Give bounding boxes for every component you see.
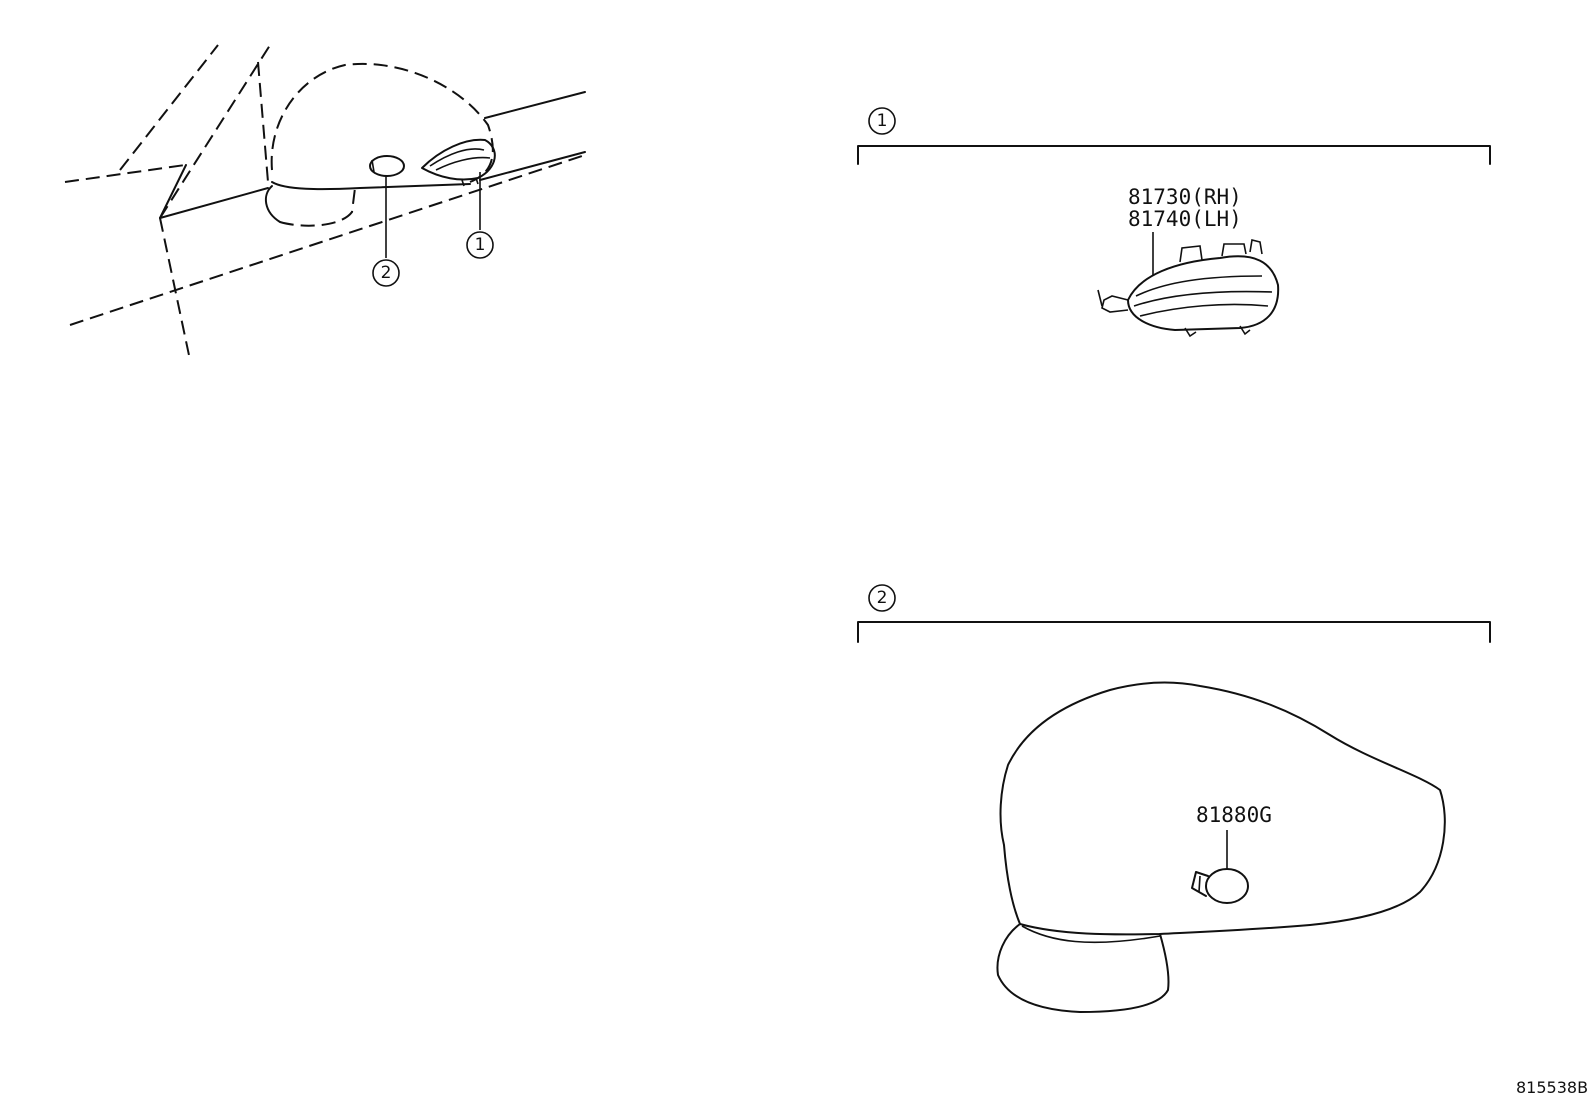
section-1-callout[interactable]: 1 [868,107,896,135]
mirror-housing-bottom [271,181,471,191]
pillar-edge [159,164,187,219]
callout-1-overview[interactable]: 1 [466,231,494,259]
section-1-bracket [857,145,1491,165]
callout-2-label: 2 [381,263,392,283]
bulb-icon [1191,868,1249,904]
overview-illustration: 2 1 [64,41,586,361]
section-1-callout-label: 1 [877,111,888,131]
body-outline-dashed [64,164,186,183]
body-line-upper [484,91,586,119]
mirror-housing [999,681,1446,936]
mirror-base-left [264,185,281,223]
bulb-base-line [371,159,375,173]
figure-code: 815538B [1516,1078,1588,1097]
belt-line-dashed [69,154,586,326]
bulb-icon-overview [369,155,405,177]
section-2-bracket [857,621,1491,643]
mirror-base-dashed [279,187,356,227]
part-number-81880g[interactable]: 81880G [1196,803,1272,827]
callout-2-overview[interactable]: 2 [372,259,400,287]
mirror-base-seam [1021,925,1161,944]
turn-signal-lamp-icon-overview [421,138,496,187]
mirror-base-dashed [257,61,269,183]
part-number-81730[interactable]: 81730(RH) [1128,185,1242,209]
body-line-lower [479,151,586,181]
pillar-outline-dashed [119,44,219,171]
pillar-outline-dashed-2 [159,41,273,219]
section-2: 2 81880G [857,584,1491,1013]
section-2-callout-label: 2 [877,588,888,608]
mirror-base [996,923,1170,1013]
mirror-housing-dashed [270,63,494,183]
turn-signal-lamp-icon [1097,239,1280,338]
door-top-line [159,187,269,219]
part-number-81740[interactable]: 81740(LH) [1128,207,1242,231]
door-edge-dashed [159,217,191,361]
section-2-callout[interactable]: 2 [868,584,896,612]
callout-1-label: 1 [475,235,486,255]
section-1: 1 81730(RH) 81740(LH) [857,107,1491,338]
